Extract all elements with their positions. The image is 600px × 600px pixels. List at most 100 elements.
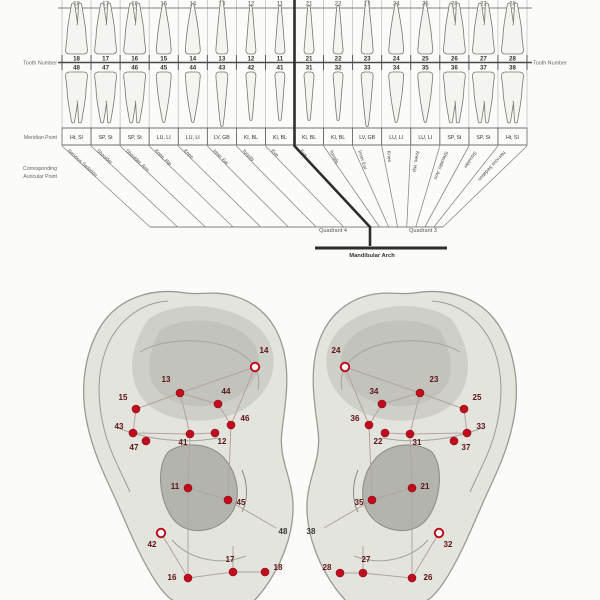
ear-point-15 (131, 404, 141, 414)
meridian-value: LV, GB (359, 135, 375, 141)
left-ear (83, 290, 294, 600)
point-connector (323, 499, 373, 529)
ear-point-26 (407, 573, 417, 583)
lower-tooth-36 (442, 71, 466, 124)
meridian-value: SP, St (476, 135, 491, 141)
funnel-line (424, 145, 470, 228)
lobe-line (353, 539, 429, 562)
helix-inner-line (98, 300, 169, 493)
auricular-point-label: Tonsils (240, 148, 255, 163)
ear-point-label-46: 46 (241, 414, 250, 423)
point-connector (409, 432, 468, 435)
upper-tooth-16 (123, 2, 147, 55)
lower-tooth-number: 48 (73, 65, 80, 72)
upper-tooth-number: 24 (393, 56, 400, 63)
right-ear (306, 290, 517, 600)
cut-number: 27 (480, 2, 487, 8)
upper-tooth-22 (332, 5, 344, 55)
lower-tooth-number: 47 (102, 65, 109, 72)
concha-shade (362, 444, 440, 532)
lower-tooth-number: 36 (451, 65, 458, 72)
ear-point-25 (459, 404, 469, 414)
meridian-value: SP, St (447, 135, 462, 141)
meridian-value: Ht, SI (70, 135, 83, 141)
ear-point-13 (175, 388, 185, 398)
lower-tooth-41 (274, 71, 286, 121)
ear-point-35 (367, 495, 377, 505)
crus-line (117, 427, 219, 442)
lower-tooth-number: 45 (160, 65, 167, 72)
lower-tooth-42 (245, 71, 257, 121)
ear-point-label-32: 32 (444, 540, 453, 549)
point-connector (132, 432, 191, 435)
lower-tooth-number: 32 (335, 65, 342, 72)
point-connector (344, 366, 421, 394)
ear-fossa-shade (340, 320, 451, 407)
meridian-value: LU, LI (186, 135, 200, 141)
upper-tooth-27 (472, 2, 495, 55)
point-connector (187, 433, 191, 489)
point-connector (227, 499, 277, 529)
auricular-row-label-2: Auricular Point (23, 174, 57, 180)
meridian-value: KI, BL (273, 135, 287, 141)
lower-tooth-47 (94, 71, 117, 124)
ear-point-21 (407, 483, 417, 493)
auricular-point-label: Knee (182, 148, 194, 160)
lower-tooth-number: 34 (393, 65, 400, 72)
lower-tooth-34 (388, 71, 405, 123)
lower-tooth-46 (123, 71, 147, 124)
ear-point-label-17: 17 (226, 555, 235, 564)
ear-point-label-28: 28 (323, 563, 332, 572)
upper-tooth-number: 18 (73, 56, 80, 63)
ear-point-23 (415, 388, 425, 398)
ear-point-label-27: 27 (362, 555, 371, 564)
funnel-line (61, 145, 151, 228)
ear-point-43 (128, 428, 138, 438)
ear-point-45 (223, 495, 233, 505)
funnel-line (433, 145, 499, 228)
point-connector (362, 572, 413, 579)
ear-point-label-16: 16 (168, 573, 177, 582)
auricular-point-label: Inner Ear (211, 148, 229, 167)
ear-point-label-12: 12 (218, 437, 227, 446)
meridian-value: KI, BL (331, 135, 345, 141)
meridian-value: LU, LI (389, 135, 403, 141)
upper-tooth-number: 15 (160, 56, 167, 63)
ear-point-label-33: 33 (477, 422, 486, 431)
ear-point-label-36: 36 (351, 414, 360, 423)
auricular-point-label: Inner Ear (356, 150, 368, 171)
ear-point-label-47: 47 (130, 443, 139, 452)
funnel-line (177, 145, 261, 228)
cut-number: 22 (335, 2, 342, 8)
point-connector (160, 532, 189, 579)
lower-tooth-number: 42 (247, 65, 254, 72)
ear-point-open-32 (433, 527, 445, 539)
concha-shade (160, 444, 238, 532)
point-connector (409, 433, 413, 489)
auricular-point-label: Eye (298, 148, 308, 158)
upper-tooth-number: 11 (277, 56, 284, 63)
ear-point-46 (226, 420, 236, 430)
ear-point-17 (228, 567, 238, 577)
ear-point-label-18: 18 (274, 563, 283, 572)
funnel-line (352, 145, 389, 228)
auricular-point-label: Knee, Hip (153, 148, 173, 167)
ear-point-31 (405, 429, 415, 439)
ear-point-27 (358, 568, 368, 578)
antihelix-line (139, 340, 260, 391)
point-connector (179, 366, 256, 394)
lower-tooth-number: 38 (509, 65, 516, 72)
funnel-line (415, 145, 441, 228)
meridian-row-label: Meridian Point (24, 135, 58, 141)
lower-tooth-number: 37 (480, 65, 487, 72)
point-connector (381, 392, 421, 405)
lower-tooth-38 (501, 71, 524, 124)
cut-number: 16 (131, 2, 138, 8)
meridian-value: LU, LI (157, 135, 171, 141)
lower-tooth-number: 41 (277, 65, 284, 72)
cut-number: 11 (277, 2, 284, 8)
ear-point-label-21: 21 (421, 482, 430, 491)
upper-tooth-number: 13 (218, 56, 225, 63)
ear-point-label-45: 45 (237, 498, 246, 507)
upper-tooth-13 (215, 0, 229, 55)
